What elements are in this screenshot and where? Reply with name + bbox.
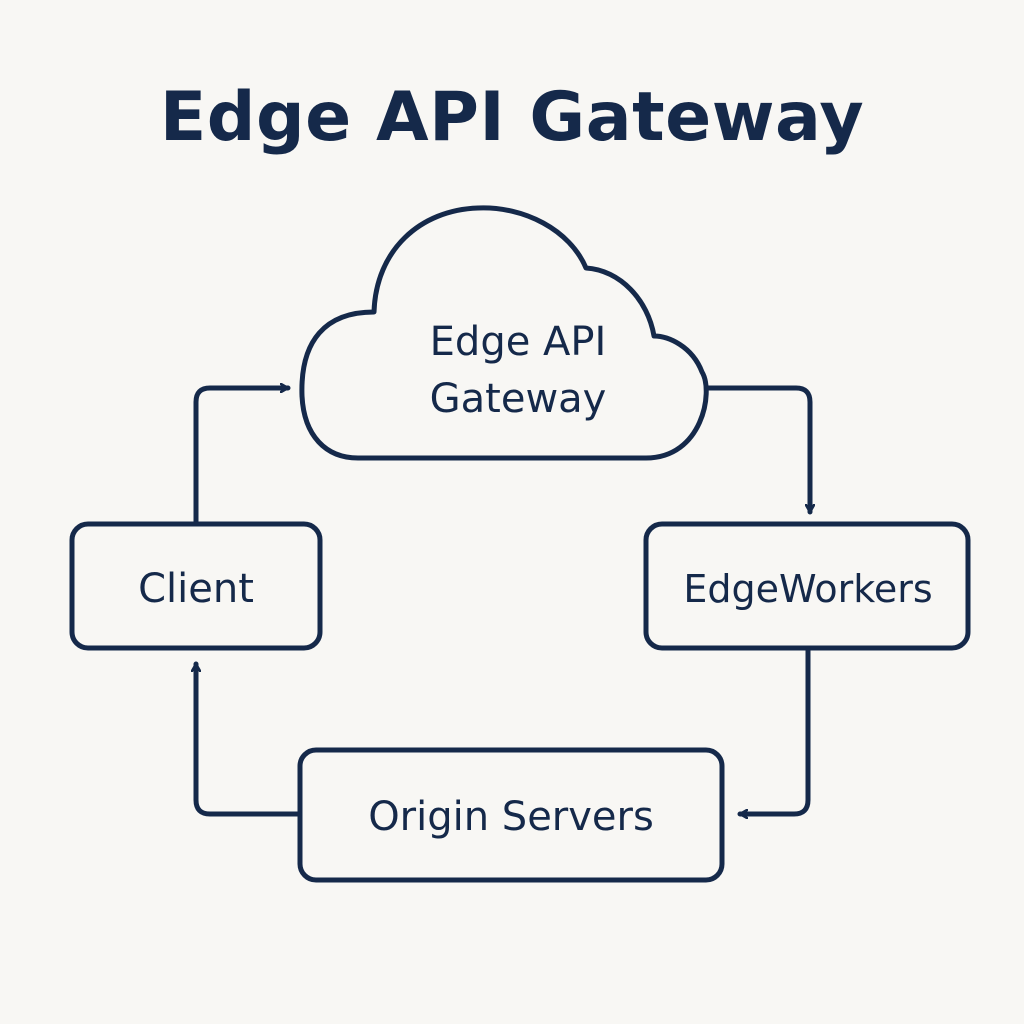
cloud-shape	[299, 205, 709, 461]
diagram-title: Edge API Gateway	[159, 78, 865, 157]
arrow-edgeworkers-to-origin	[737, 645, 811, 814]
arrow-origin-to-client	[196, 661, 303, 817]
arrow-gateway-to-edgeworkers	[705, 385, 810, 515]
arrow-client-to-gateway	[193, 388, 291, 527]
gateway-label-line-2: Gateway	[430, 376, 607, 422]
edgeworkers-label: EdgeWorkers	[683, 567, 932, 611]
edgeworkers-node: EdgeWorkers	[643, 521, 971, 651]
client-label: Client	[138, 566, 254, 612]
gateway-node: Edge API Gateway	[299, 205, 709, 461]
gateway-label-line-1: Edge API	[430, 319, 607, 365]
client-node: Client	[69, 521, 323, 651]
origin-label: Origin Servers	[368, 794, 654, 840]
origin-node: Origin Servers	[297, 747, 725, 883]
